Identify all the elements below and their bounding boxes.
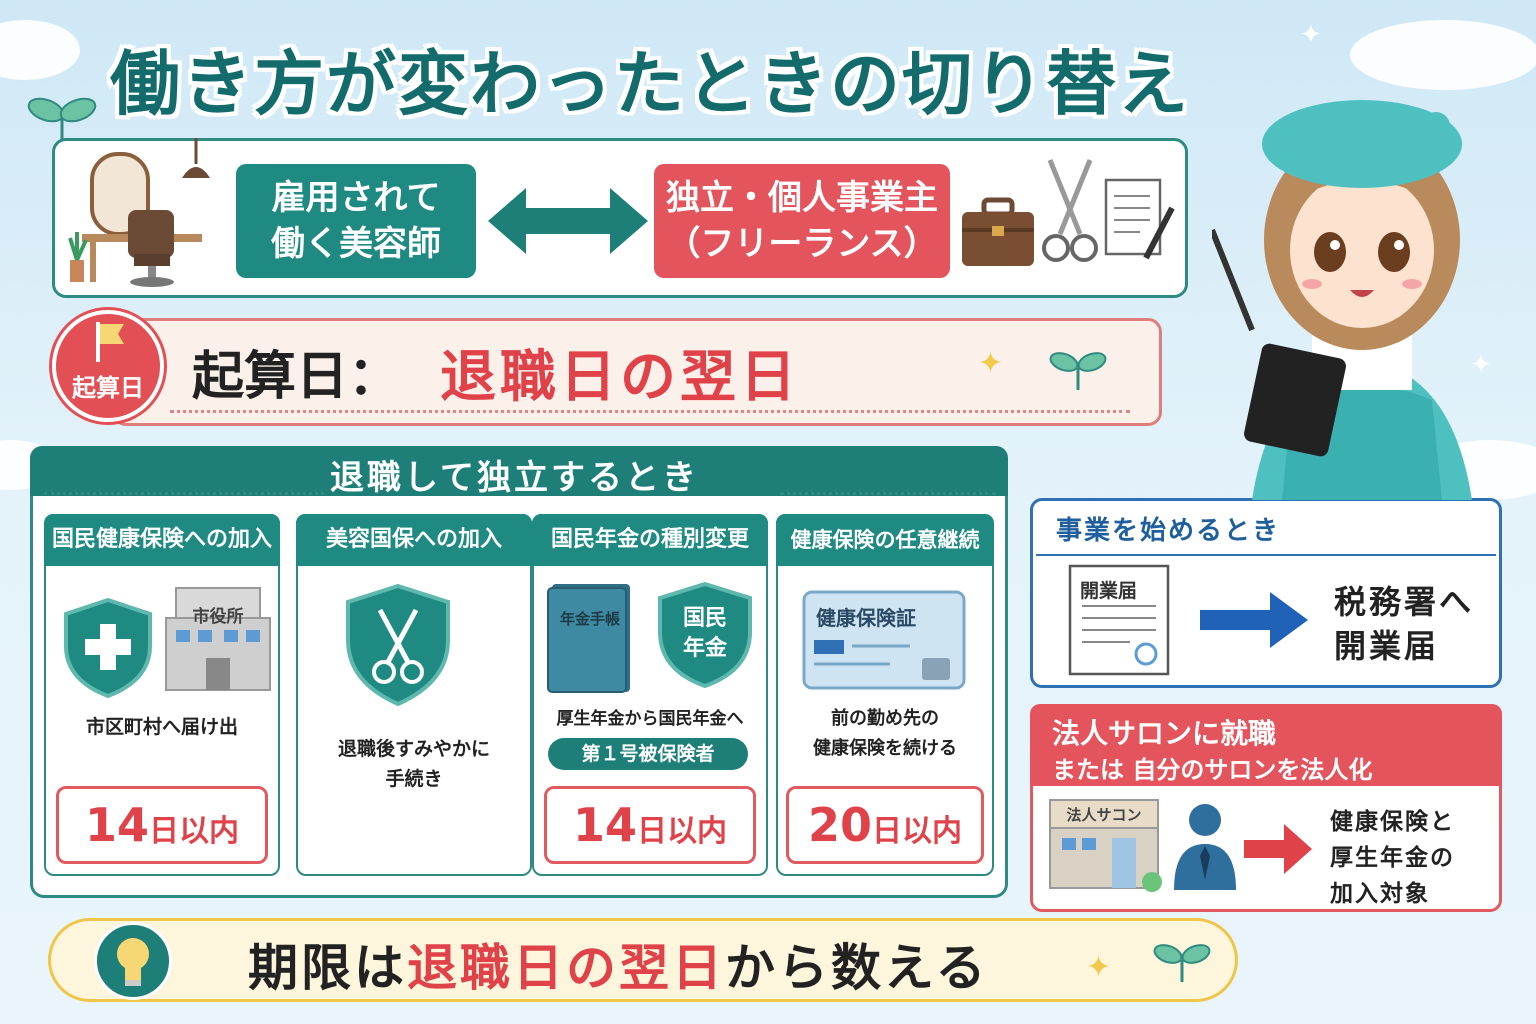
card-description: 退職後すみやかに 手続き — [296, 734, 532, 794]
card-title: 国民健康保険への加入 — [44, 514, 280, 566]
guide-character-illustration — [1212, 100, 1472, 500]
briefcase-icon — [962, 197, 1034, 266]
page-title: 働き方が変わったときの切り替え — [110, 43, 1190, 125]
card-title: 国民年金の種別変更 — [532, 514, 768, 566]
start-business-description: 税務署へ 開業届 — [1334, 580, 1474, 668]
card-title: 健康保険の任意継続 — [776, 514, 994, 566]
card-description-line2: 健康保険を続ける — [813, 738, 957, 759]
double-arrow-icon — [488, 188, 648, 254]
arrow-right-icon — [1200, 592, 1308, 648]
bottom-highlight: 退職日の翌日 — [407, 939, 725, 997]
salon-building-sign: 法人サコン — [1066, 806, 1142, 824]
corporate-salon-line3: 加入対象 — [1330, 881, 1430, 907]
corporate-salon-description: 健康保険と 厚生年金の 加入対象 — [1330, 804, 1455, 912]
scissors-shield-icon — [346, 583, 450, 707]
card-description: 前の勤め先の 健康保険を続ける — [776, 704, 994, 764]
pension-book-icon — [547, 584, 630, 693]
insurance-card-icon — [802, 590, 966, 690]
salon-chair-icon — [68, 152, 202, 287]
card-title: 美容国保への加入 — [296, 514, 532, 566]
pension-book-label: 年金手帳 — [559, 610, 620, 628]
start-date-label: 起算日： — [192, 347, 401, 407]
retire-section-header — [30, 446, 1008, 496]
panel-divider — [1036, 554, 1496, 556]
deadline-box: 14日以内 — [544, 786, 756, 864]
employee-person-icon — [1174, 804, 1236, 890]
deadline-box: 14日以内 — [56, 786, 268, 864]
dotted-divider — [780, 492, 996, 495]
sparkle-icon: ✦ — [1300, 20, 1322, 50]
start-business-line2: 開業届 — [1334, 627, 1440, 665]
start-business-line1: 税務署へ — [1334, 583, 1475, 621]
opening-notice-document-icon — [1068, 564, 1170, 676]
city-hall-icon — [165, 587, 271, 691]
start-date-badge-label: 起算日 — [72, 374, 144, 402]
card-description-line2: 手続き — [385, 768, 443, 790]
hanging-lamp-icon — [182, 138, 210, 178]
employed-label-line2: 働く美容師 — [271, 224, 441, 264]
freelance-label: 独立・個人事業主 （フリーランス） — [654, 164, 950, 278]
cloud — [1350, 20, 1536, 90]
card-description: 市区町村へ届け出 — [85, 716, 238, 738]
retire-section-title: 退職して独立するとき — [330, 458, 699, 498]
light-bulb-icon — [117, 938, 149, 986]
deadline-number: 14 — [84, 798, 149, 852]
sparkle-icon: ✦ — [1086, 950, 1112, 985]
cloud — [0, 20, 80, 80]
sprout-icon — [1049, 352, 1107, 391]
flag-icon — [96, 322, 124, 362]
corporate-salon-line1: 健康保険と — [1330, 809, 1455, 835]
arrow-right-icon — [1244, 824, 1312, 874]
corporate-salon-header — [1030, 704, 1502, 786]
medical-shield-icon — [64, 597, 152, 699]
start-date-value: 退職日の翌日 — [440, 345, 800, 410]
pension-shield-icon — [658, 581, 752, 689]
pension-shield-label: 国民 年金 — [666, 604, 744, 664]
insured-category-chip: 第１号被保険者 — [548, 738, 748, 770]
bottom-reminder-banner — [48, 918, 1238, 1002]
corporate-salon-line2: 厚生年金の — [1330, 845, 1455, 871]
dotted-divider — [44, 492, 324, 495]
start-business-title: 事業を始めるとき — [1056, 516, 1281, 546]
deadline-number: 20 — [807, 798, 872, 852]
opening-notice-label: 開業届 — [1080, 580, 1138, 602]
freelance-label-line1: 独立・個人事業主 — [666, 178, 938, 218]
sprout-icon — [1153, 944, 1211, 983]
deadline-unit: 日以内 — [149, 814, 239, 849]
employed-stylist-label: 雇用されて 働く美容師 — [236, 164, 476, 278]
employed-label-line1: 雇用されて — [271, 178, 441, 218]
card-description-line1: 前の勤め先の — [831, 708, 939, 729]
city-hall-sign: 市役所 — [192, 607, 244, 627]
deadline-number: 14 — [572, 798, 637, 852]
card-description: 厚生年金から国民年金へ — [556, 709, 744, 729]
bottom-prefix: 期限は — [248, 939, 407, 997]
pension-shield-line1: 国民 — [682, 606, 727, 631]
sparkle-icon: ✦ — [978, 346, 1004, 381]
corporate-salon-title: 法人サロンに就職 — [1052, 717, 1277, 750]
dotted-divider — [170, 410, 1130, 413]
card-description-line1: 退職後すみやかに — [337, 738, 490, 760]
sprout-icon — [27, 97, 97, 147]
document-pen-icon — [1104, 178, 1175, 260]
corporate-salon-subtitle: または 自分のサロンを法人化 — [1052, 756, 1373, 784]
sparkle-icon: ✦ — [1470, 350, 1492, 380]
pension-shield-line2: 年金 — [682, 636, 727, 661]
deadline-unit: 日以内 — [637, 814, 727, 849]
salon-building-icon — [1049, 799, 1162, 892]
insurance-card-label: 健康保険証 — [816, 606, 916, 630]
deadline-unit: 日以内 — [872, 814, 962, 849]
bottom-suffix: から数える — [725, 939, 989, 997]
bottom-reminder-text: 期限は退職日の翌日から数える — [248, 928, 989, 1000]
start-date-banner — [112, 318, 1162, 426]
scissors-icon — [1042, 159, 1098, 262]
deadline-box: 20日以内 — [786, 786, 984, 864]
freelance-label-line2: （フリーランス） — [666, 224, 938, 264]
